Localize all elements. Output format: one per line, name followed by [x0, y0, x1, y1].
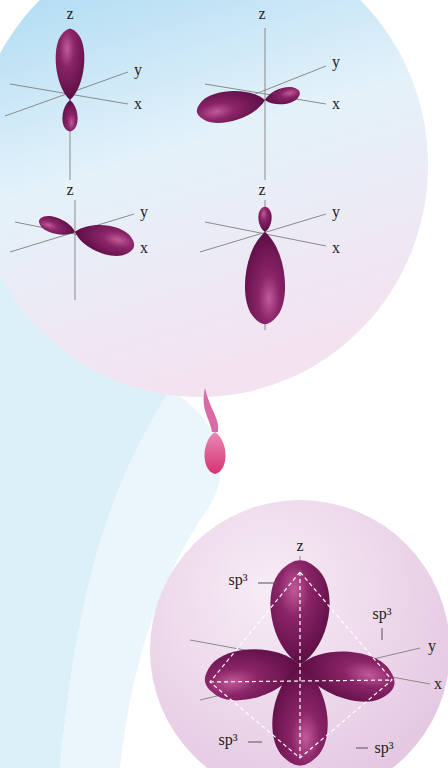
- axis-label: y: [428, 638, 436, 654]
- axis-label: z: [258, 182, 265, 198]
- axis-label: z: [66, 182, 73, 198]
- bubble-background: [0, 0, 428, 397]
- axis-label: y: [332, 204, 340, 220]
- tetrahedron-outline: [210, 572, 392, 758]
- leader-line: [248, 583, 382, 748]
- hybrid-circle: [150, 500, 448, 768]
- axis-label: y: [134, 62, 142, 78]
- orbital-label: sp³: [374, 740, 393, 756]
- axis-label: z: [258, 6, 265, 22]
- axis-label: x: [140, 240, 148, 256]
- axis-label: x: [332, 240, 340, 256]
- axis-label: z: [66, 6, 73, 22]
- orbital-label: sp³: [218, 732, 237, 748]
- axis-label: z: [296, 538, 303, 554]
- p-orbital: [37, 29, 302, 324]
- axis-label: y: [140, 204, 148, 220]
- drop-connector: [204, 432, 225, 474]
- orbital-label: sp³: [372, 606, 391, 622]
- axis-label: x: [134, 96, 142, 112]
- sp3-hybrid-orbital: [201, 560, 399, 765]
- orbital-label: sp³: [228, 572, 247, 588]
- drop-connector: [204, 388, 219, 432]
- axis-label: x: [332, 96, 340, 112]
- axis-label: y: [332, 54, 340, 70]
- axis-label: x: [434, 676, 442, 692]
- axes: [5, 28, 430, 766]
